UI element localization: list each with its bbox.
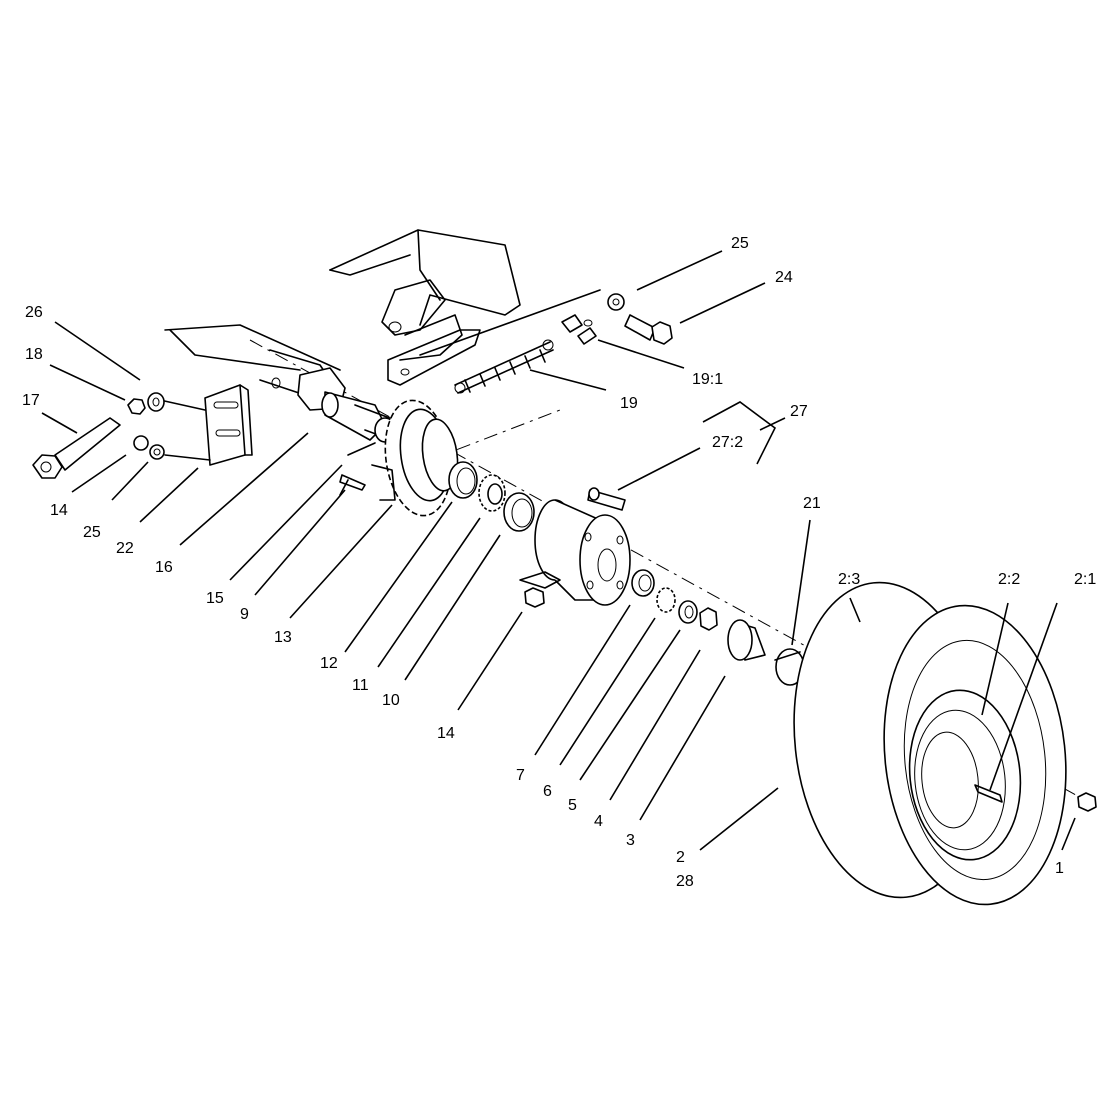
callout-2-1: 2:1 (1074, 571, 1096, 588)
callout-labels: 1 2 28 2:1 2:2 2:3 3 4 5 6 7 9 10 11 12 … (22, 235, 1096, 890)
callout-9: 9 (240, 606, 249, 623)
callout-28: 28 (676, 873, 694, 890)
spindle-shaft (297, 367, 398, 443)
callout-6: 6 (543, 783, 552, 800)
callout-13: 13 (274, 629, 292, 646)
callout-25-upper: 25 (731, 235, 749, 252)
callout-22: 22 (116, 540, 134, 557)
callout-14-left: 14 (50, 502, 68, 519)
lug-nut-outer (1077, 792, 1097, 812)
callout-21: 21 (803, 495, 821, 512)
callout-11: 11 (352, 677, 369, 694)
mounting-plate (159, 384, 253, 466)
seal-bearing-cup-inner (448, 461, 535, 532)
outer-bearing-parts (631, 569, 805, 686)
callout-1: 1 (1055, 860, 1064, 877)
callout-10: 10 (382, 692, 400, 709)
callout-2: 2 (676, 849, 685, 866)
sprocket (371, 399, 459, 517)
callout-14-center: 14 (437, 725, 455, 742)
callout-18: 18 (25, 346, 43, 363)
callout-12: 12 (320, 655, 338, 672)
callout-2-2: 2:2 (998, 571, 1020, 588)
callout-16: 16 (155, 559, 173, 576)
bolt-assembly-left (32, 392, 165, 479)
cotter-pin-and-bolt (339, 442, 376, 496)
leader-lines (41, 250, 1076, 851)
lug-nut-center (524, 587, 545, 608)
callout-25-lower: 25 (83, 524, 101, 541)
wheel-tire-assembly (793, 581, 1067, 906)
chain-master-link (561, 314, 597, 345)
callout-5: 5 (568, 797, 577, 814)
callout-27-2: 27:2 (712, 434, 743, 451)
callout-24: 24 (775, 269, 793, 286)
callout-3: 3 (626, 832, 635, 849)
callout-7: 7 (516, 767, 525, 784)
bolt-assembly-upper (607, 293, 673, 345)
callout-19: 19 (620, 395, 638, 412)
roller-chain (454, 339, 554, 394)
wheel-hub (519, 487, 631, 606)
callout-4: 4 (594, 813, 603, 830)
callout-2-3: 2:3 (838, 571, 860, 588)
callout-27: 27 (790, 403, 808, 420)
callout-19-1: 19:1 (692, 371, 723, 388)
callout-17: 17 (22, 392, 40, 409)
frame-housing (164, 229, 601, 396)
chain-axis-line (429, 409, 561, 461)
callout-26: 26 (25, 304, 43, 321)
callout-15: 15 (206, 590, 224, 607)
